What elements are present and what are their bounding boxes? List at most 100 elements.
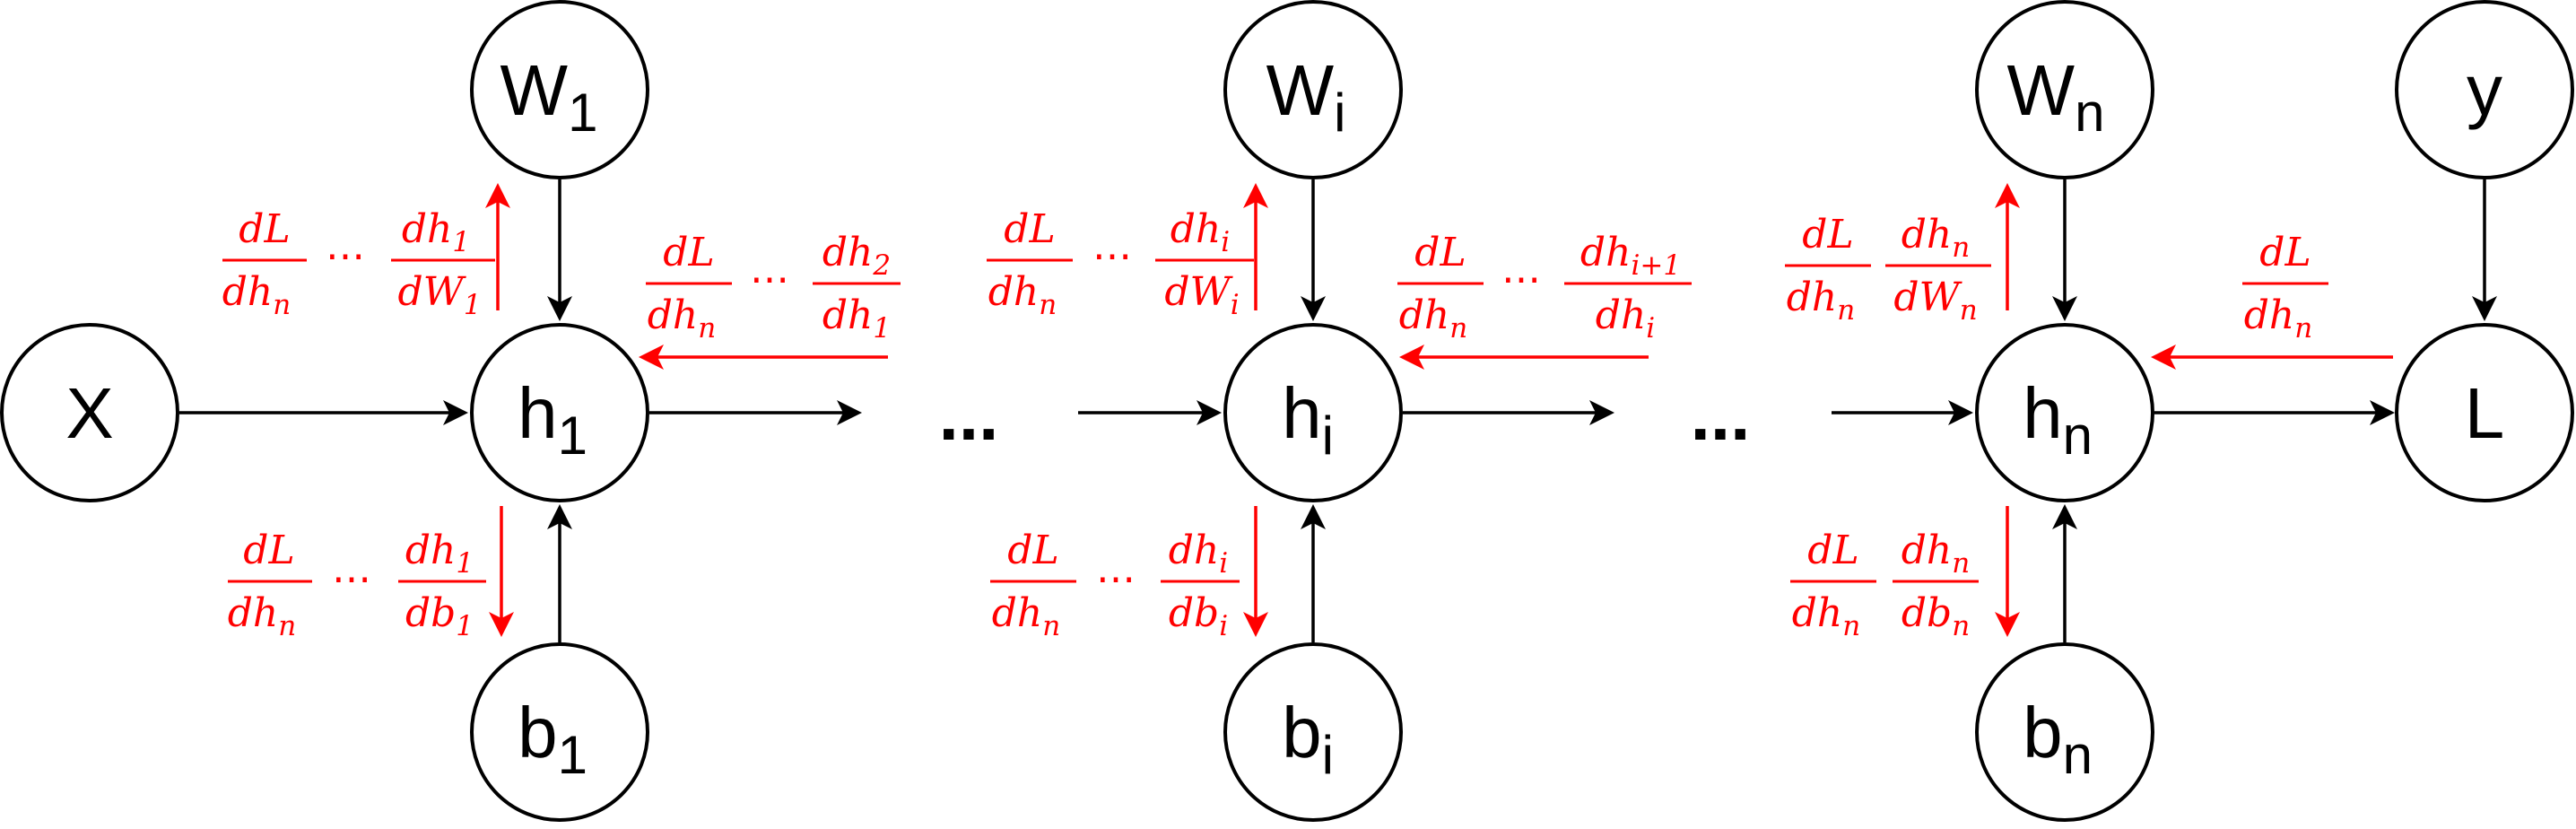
svg-text:dL: dL (663, 230, 714, 275)
arrowhead (1948, 400, 1973, 425)
svg-text:dh1: dh1 (402, 206, 470, 258)
svg-text:dL: dL (1807, 528, 1858, 573)
arrowhead (2151, 345, 2176, 370)
gradient-label-h1: dL dhn ⋯ dh2 dh1 (646, 230, 901, 345)
gradient-label-bn: dL dhn dhn dbn (1790, 528, 1979, 642)
arrowhead (1243, 183, 1268, 208)
arrowhead (547, 296, 572, 321)
svg-text:dhi: dhi (1169, 528, 1228, 580)
svg-text:y: y (2467, 50, 2502, 130)
node-l: L (2395, 323, 2574, 502)
gradient-label-hi: dL dhn ⋯ dhi+1 dhi (1397, 230, 1692, 345)
gradient-label-bi: dL dhn ⋯ dhi dbi (990, 528, 1240, 642)
svg-text:⋯: ⋯ (332, 556, 371, 602)
svg-text:dhn: dhn (1792, 590, 1860, 642)
svg-text:dL: dL (1007, 528, 1058, 573)
svg-text:⋯: ⋯ (1092, 233, 1132, 279)
arrowhead (837, 400, 862, 425)
arrowhead (489, 612, 514, 637)
arrowhead (1995, 612, 2020, 637)
svg-text:dL: dL (2259, 230, 2311, 275)
gradient-label-wi: dL dhn ⋯ dhi dWi (987, 206, 1254, 321)
svg-text:⋯: ⋯ (1096, 556, 1136, 602)
gradient-label-wn: dL dhn dhn dWn (1785, 212, 1991, 327)
svg-text:dh1: dh1 (405, 528, 474, 580)
svg-text:dhn: dhn (228, 590, 296, 642)
arrowhead (1243, 612, 1268, 637)
node-bn: bn (1975, 642, 2154, 822)
svg-text:db1: db1 (405, 590, 474, 642)
svg-text:dL: dL (243, 528, 294, 573)
svg-text:dh2: dh2 (822, 230, 891, 282)
svg-text:dhn: dhn (1787, 275, 1855, 327)
node-wn: Wn (1975, 0, 2154, 179)
svg-text:dW1: dW1 (397, 269, 481, 321)
svg-text:L: L (2465, 373, 2505, 453)
gradient-label-l: dL dhn (2242, 230, 2328, 345)
arrowhead (1301, 296, 1326, 321)
arrowhead (485, 183, 510, 208)
svg-text:dL: dL (239, 206, 290, 252)
arrowhead (2472, 296, 2497, 321)
svg-text:h1: h1 (518, 373, 587, 466)
ellipsis-2: ... (1691, 375, 1751, 455)
svg-text:bi: bi (1282, 693, 1334, 785)
node-hi: hi (1223, 323, 1403, 502)
arrowhead (443, 400, 468, 425)
forward-edges (179, 179, 2486, 642)
arrowhead (639, 345, 664, 370)
svg-text:X: X (65, 373, 113, 453)
svg-text:dhi+1: dhi+1 (1580, 230, 1681, 282)
arrowhead (1995, 183, 2020, 208)
svg-text:dhn: dhn (648, 292, 716, 345)
gradient-arrowheads (485, 183, 2176, 637)
svg-text:dhn: dhn (1902, 528, 1970, 580)
svg-text:dhn: dhn (1399, 292, 1467, 345)
svg-text:Wn: Wn (2007, 50, 2105, 143)
node-y: y (2395, 0, 2574, 179)
svg-text:dhn: dhn (988, 269, 1057, 321)
node-wi: Wi (1223, 0, 1403, 179)
ellipsis-1: ... (939, 375, 999, 455)
node-w1: W1 (470, 0, 649, 179)
svg-text:⋯: ⋯ (1501, 257, 1541, 302)
svg-text:b1: b1 (518, 693, 587, 785)
svg-text:dhn: dhn (1902, 212, 1970, 264)
svg-text:dWn: dWn (1893, 275, 1977, 327)
svg-text:dbi: dbi (1169, 590, 1228, 642)
svg-text:Wi: Wi (1266, 50, 1346, 143)
arrowhead (1301, 504, 1326, 529)
arrowhead (547, 504, 572, 529)
gradient-label-w1: dL dhn ⋯ dh1 dW1 (222, 206, 495, 321)
arrowhead (2052, 504, 2077, 529)
node-hn: hn (1975, 323, 2154, 502)
svg-text:dhn: dhn (222, 269, 291, 321)
svg-text:dhi: dhi (1596, 292, 1655, 345)
node-b1: b1 (470, 642, 649, 822)
svg-text:dhn: dhn (2244, 292, 2312, 345)
svg-text:⋯: ⋯ (750, 257, 789, 302)
svg-text:⋯: ⋯ (326, 233, 365, 279)
arrowhead (1399, 345, 1424, 370)
arrowhead (1197, 400, 1222, 425)
arrowhead (2052, 296, 2077, 321)
svg-text:dhi: dhi (1171, 206, 1230, 258)
svg-text:dWi: dWi (1164, 269, 1239, 321)
svg-text:bn: bn (2023, 693, 2093, 785)
node-x: X (0, 323, 179, 502)
svg-text:hi: hi (1282, 373, 1334, 466)
svg-text:W1: W1 (500, 50, 598, 143)
gradient-label-b1: dL dhn ⋯ dh1 db1 (228, 528, 486, 642)
svg-text:dbn: dbn (1902, 590, 1970, 642)
svg-text:hn: hn (2023, 373, 2093, 466)
node-h1: h1 (470, 323, 649, 502)
arrowhead (2370, 400, 2395, 425)
arrowhead (1589, 400, 1614, 425)
svg-text:dL: dL (1004, 206, 1055, 252)
gradient-edges (496, 188, 2393, 632)
svg-text:dL: dL (1802, 212, 1853, 257)
svg-text:dh1: dh1 (822, 292, 891, 345)
node-bi: bi (1223, 642, 1403, 822)
svg-text:dL: dL (1414, 230, 1466, 275)
